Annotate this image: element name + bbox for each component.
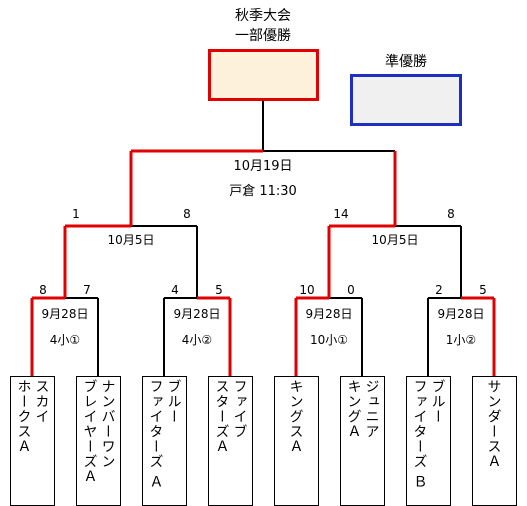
semi1-score-left: 1 <box>72 207 80 221</box>
team-3-line2: ファイターズ Ａ <box>147 379 164 490</box>
final-venue: 戸倉 11:30 <box>229 184 297 199</box>
runner-up-label: 準優勝 <box>385 54 427 70</box>
qf1-venue: 4小① <box>49 333 81 347</box>
team-3-line1: ブルー <box>165 379 182 424</box>
team-7-line2: ファイターズ Ｂ <box>411 379 428 490</box>
team-box-3: ブルー ファイターズ Ａ <box>142 376 187 506</box>
semi2-score-right: 8 <box>447 207 455 221</box>
title-line1: 秋季大会 <box>235 8 291 24</box>
qf4-score-left: 2 <box>435 283 443 297</box>
bracket-black-lines <box>65 100 462 376</box>
team-5-line2: キングスＡ <box>287 379 304 454</box>
champion-box <box>208 49 319 101</box>
team-2-line2: ブレイヤーズＡ <box>81 379 98 484</box>
semi2-date: 10月5日 <box>371 233 419 247</box>
team-box-5: キングスＡ <box>274 376 319 506</box>
qf2-venue: 4小② <box>181 333 213 347</box>
team-1-line1: スカイ <box>33 379 50 424</box>
team-box-1: スカイ ホークスＡ <box>10 376 55 506</box>
qf1-score-left: 8 <box>39 283 47 297</box>
team-7-line1: ブルー <box>429 379 446 424</box>
team-box-2: ナンバーワン ブレイヤーズＡ <box>76 376 121 506</box>
qf3-score-left: 10 <box>299 283 315 297</box>
qf4-score-right: 5 <box>479 283 487 297</box>
bracket-winner-lines <box>30 149 496 376</box>
qf2-score-right: 5 <box>215 283 223 297</box>
semi1-score-right: 8 <box>183 207 191 221</box>
semi2-score-left: 14 <box>333 207 349 221</box>
team-6-line1: ジュニア <box>363 379 380 439</box>
team-2-line1: ナンバーワン <box>99 379 116 469</box>
qf2-score-left: 4 <box>171 283 179 297</box>
qf4-venue: 1小② <box>445 333 477 347</box>
qf2-date: 9月28日 <box>173 307 221 321</box>
qf3-venue: 10小① <box>309 333 349 347</box>
team-4-line2: スターズＡ <box>213 379 230 454</box>
runner-up-box <box>350 74 462 126</box>
team-box-7: ブルー ファイターズ Ｂ <box>406 376 451 506</box>
semi1-date: 10月5日 <box>107 233 155 247</box>
team-6-line2: キングＡ <box>345 379 362 439</box>
title-line2: 一部優勝 <box>235 28 291 44</box>
team-box-8: サンダースＡ <box>472 376 517 506</box>
team-8-line2: サンダースＡ <box>485 379 502 469</box>
final-date: 10月19日 <box>233 159 293 174</box>
team-1-line2: ホークスＡ <box>15 379 32 454</box>
qf1-date: 9月28日 <box>41 307 89 321</box>
qf4-date: 9月28日 <box>437 307 485 321</box>
qf3-date: 9月28日 <box>305 307 353 321</box>
team-4-line1: ファイブ <box>231 379 248 439</box>
team-box-6: ジュニア キングＡ <box>340 376 385 506</box>
team-box-4: ファイブ スターズＡ <box>208 376 253 506</box>
qf3-score-right: 0 <box>347 283 355 297</box>
qf1-score-right: 7 <box>83 283 91 297</box>
